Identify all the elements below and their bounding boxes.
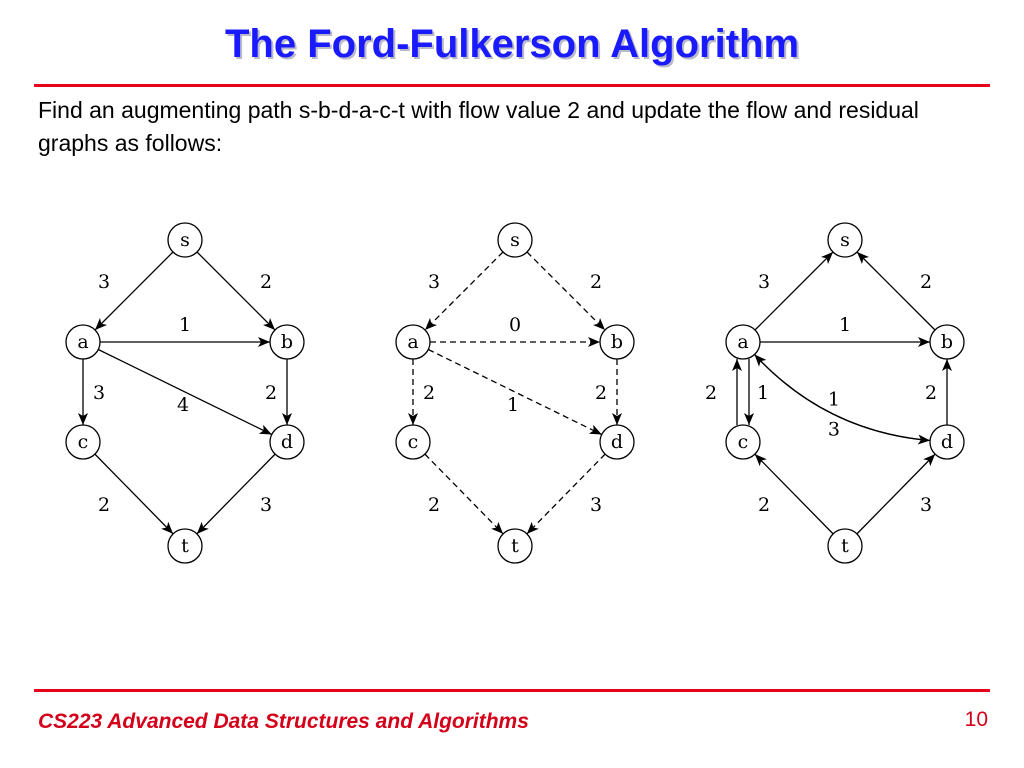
edge-label-flow-a-b: 0 [509,314,521,336]
node-label-flow-b: b [611,331,623,353]
node-residual-d: d [929,424,965,460]
node-original-d: d [269,424,305,460]
node-label-flow-s: s [510,229,520,251]
node-label-original-b: b [281,331,293,353]
edge-residual-a-s [754,251,834,331]
edge-label-residual-t-c: 2 [758,494,770,516]
node-original-s: s [167,222,203,258]
node-label-flow-t: t [511,535,519,557]
edge-original-c-t [94,453,174,535]
edge-label-original-a-c: 3 [93,382,105,404]
edge-original-s-a [94,251,174,331]
node-label-flow-a: a [407,331,418,353]
node-label-residual-c: c [738,431,749,453]
footer-divider [34,689,990,692]
slide-description: Find an augmenting path s-b-d-a-c-t with… [38,97,919,156]
node-flow-a: a [395,324,431,360]
node-flow-d: d [599,424,635,460]
edge-original-a-d [97,348,273,436]
edge-label-residual-a-s: 3 [758,271,770,293]
node-label-original-c: c [78,431,89,453]
node-label-original-d: d [281,431,293,453]
edge-label-original-s-b: 2 [260,271,272,293]
edge-residual-t-c [754,453,834,535]
node-label-residual-d: d [941,431,953,453]
node-flow-b: b [599,324,635,360]
edge-flow-s-b [526,251,606,331]
node-original-a: a [65,324,101,360]
edge-flow-a-d [427,348,603,436]
slide-title: The Ford-Fulkerson Algorithm [224,22,800,66]
course-footer: CS223 Advanced Data Structures and Algor… [38,710,529,733]
graph-original: 3 2 1 3 4 2 2 3 s a b c d t [65,222,305,564]
edge-label-flow-c-t: 2 [428,494,440,516]
node-residual-a: a [725,324,761,360]
edge-label-residual-a-c: 1 [757,382,769,404]
node-label-flow-d: d [611,431,623,453]
node-original-t: t [167,528,203,564]
edge-residual-t-d [856,453,936,535]
edge-label-flow-d-t: 3 [590,494,602,516]
node-residual-b: b [929,324,965,360]
node-residual-t: t [827,528,863,564]
edge-label-residual-d-b: 2 [925,382,937,404]
graph-residual: 3 2 1 2 1 1 3 2 2 3 s a b c d t [705,222,965,564]
edge-label-residual-c-a: 2 [705,382,717,404]
node-label-original-a: a [77,331,88,353]
edge-label-flow-s-b: 2 [590,271,602,293]
node-label-residual-b: b [941,331,953,353]
node-label-original-s: s [180,229,190,251]
edge-label-residual-b-s: 2 [920,271,932,293]
node-label-residual-s: s [840,229,850,251]
edge-label-residual-a-b: 1 [839,314,851,336]
edge-residual-d-a [754,354,931,442]
edge-label-original-s-a: 3 [98,271,110,293]
edge-flow-d-t [526,453,606,535]
edge-label-residual-d-a: 1 [828,389,840,411]
edge-label-original-c-t: 2 [98,494,110,516]
node-original-b: b [269,324,305,360]
edge-residual-b-s [856,251,936,331]
edge-flow-c-t [424,453,504,535]
edge-flow-s-a [424,251,504,331]
title-divider [34,84,990,87]
edge-label-original-a-b: 1 [179,314,191,336]
node-label-residual-a: a [737,331,748,353]
node-residual-s: s [827,222,863,258]
edge-original-s-b [196,251,276,331]
edge-label-flow-s-a: 3 [428,271,440,293]
edge-label-original-a-d: 4 [177,394,189,416]
node-flow-t: t [497,528,533,564]
edge-label-flow-a-d: 1 [507,394,519,416]
edge-original-d-t [196,453,276,535]
edge-label-flow-b-d: 2 [595,382,607,404]
node-label-residual-t: t [841,535,849,557]
node-residual-c: c [725,424,761,460]
node-label-original-t: t [181,535,189,557]
edge-label-residual-a-d: 3 [828,419,840,441]
edge-label-original-b-d: 2 [265,382,277,404]
graph-flow: 3 2 0 2 1 2 2 3 s a b c d t [395,222,635,564]
edge-label-original-d-t: 3 [260,494,272,516]
node-original-c: c [65,424,101,460]
node-flow-s: s [497,222,533,258]
node-flow-c: c [395,424,431,460]
edge-residual-a-d [754,354,931,445]
page-number: 10 [964,708,988,731]
edge-label-residual-t-d: 3 [920,494,932,516]
node-label-flow-c: c [408,431,419,453]
edge-label-flow-a-c: 2 [423,382,435,404]
